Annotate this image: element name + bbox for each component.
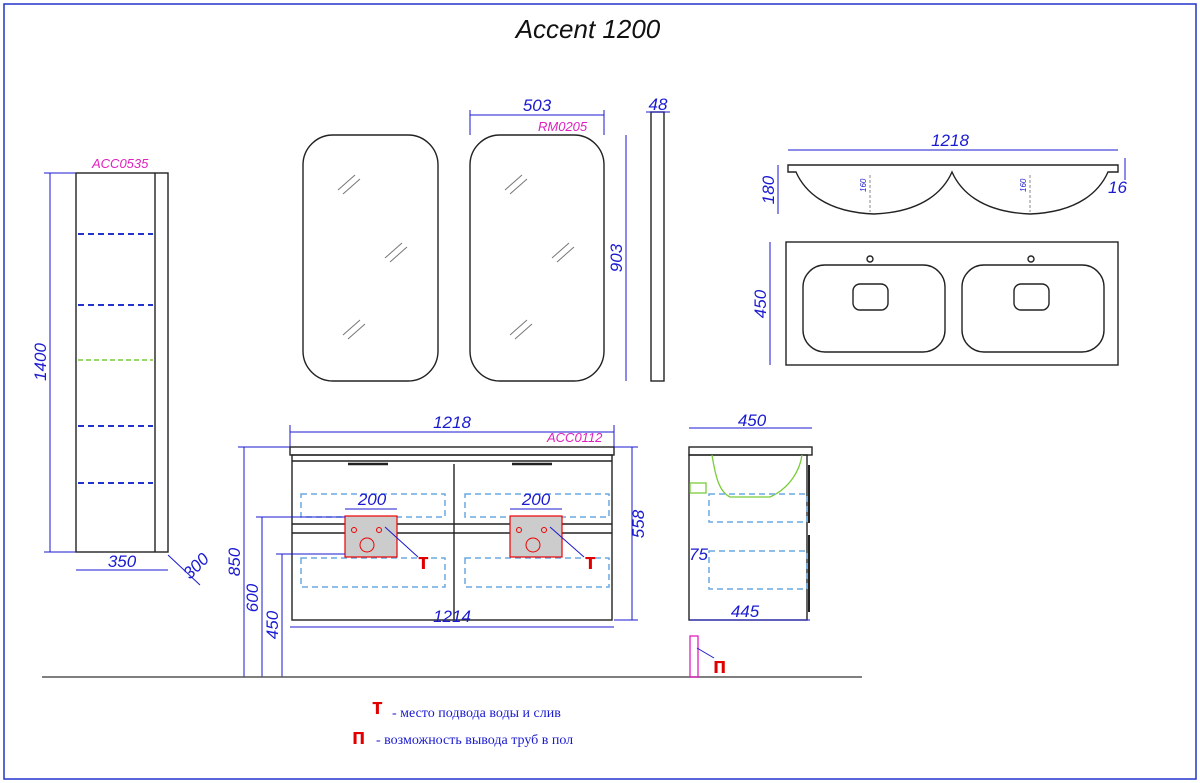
legend: т - место подвода воды и слив п - возмож… bbox=[352, 694, 573, 749]
mirrors: 503 RM0205 903 48 bbox=[302, 95, 670, 382]
vanity-code: ACC0112 bbox=[546, 430, 603, 445]
legend-text-t: - место подвода воды и слив bbox=[392, 706, 561, 721]
dim-cabinet-width: 350 bbox=[108, 552, 137, 571]
vanity-front: 1218 ACC0112 200 200 т т 558 1214 850 60… bbox=[225, 413, 648, 677]
dim-basin-depth: 450 bbox=[751, 289, 770, 318]
legend-mark-t: т bbox=[372, 694, 383, 719]
dim-vanity-height: 558 bbox=[629, 509, 648, 538]
dim-side-top: 450 bbox=[738, 411, 767, 430]
dim-vanity-top-width: 1218 bbox=[433, 413, 471, 432]
legend-mark-p: п bbox=[352, 724, 365, 749]
marker-p: п bbox=[713, 653, 726, 678]
dim-basin-thickness: 16 bbox=[1108, 178, 1127, 197]
dim-vanity-bottom-width: 1214 bbox=[433, 607, 471, 626]
dim-side-75: 75 bbox=[689, 545, 708, 564]
dim-bowl-left: 160 bbox=[859, 178, 868, 192]
cabinet-code: ACC0535 bbox=[91, 156, 149, 171]
dim-mirror-width: 503 bbox=[523, 96, 552, 115]
marker-t-right: т bbox=[585, 549, 596, 574]
dim-mirror-height: 903 bbox=[607, 243, 626, 272]
vanity-side: 450 75 445 п bbox=[688, 411, 813, 678]
mirror-code: RM0205 bbox=[538, 119, 588, 134]
dim-basin-height: 180 bbox=[759, 175, 778, 204]
dim-mirror-depth: 48 bbox=[649, 95, 668, 114]
drawing-title: Accent 1200 bbox=[514, 14, 661, 44]
dim-connection-left: 200 bbox=[357, 490, 387, 509]
dim-height-600: 600 bbox=[243, 583, 262, 612]
dim-connection-right: 200 bbox=[521, 490, 551, 509]
dim-side-bottom: 445 bbox=[731, 602, 760, 621]
dim-bowl-right: 160 bbox=[1019, 178, 1028, 192]
basin-plan: 450 bbox=[751, 241, 1119, 366]
dim-cabinet-depth: 300 bbox=[179, 549, 213, 583]
frame bbox=[3, 3, 1197, 780]
dim-height-450: 450 bbox=[263, 610, 282, 639]
legend-text-p: - возможность вывода труб в пол bbox=[376, 733, 573, 748]
tall-cabinet: ACC0535 1400 350 300 bbox=[31, 156, 213, 586]
dim-basin-width: 1218 bbox=[931, 131, 969, 150]
marker-t-left: т bbox=[418, 549, 429, 574]
basin-section: 1218 160 160 180 16 bbox=[759, 131, 1127, 215]
dim-height-850: 850 bbox=[225, 547, 244, 576]
dim-cabinet-height: 1400 bbox=[31, 343, 50, 381]
